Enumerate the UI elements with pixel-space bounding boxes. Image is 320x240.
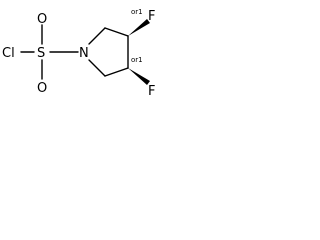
bond-ch2-cf-top	[104, 27, 129, 37]
bond-ch2-cf-bottom	[104, 67, 129, 77]
atom-oxygen-top: O	[37, 12, 47, 27]
bond-n-ch2-top	[88, 27, 106, 45]
atom-oxygen-bottom: O	[37, 81, 47, 96]
wedge-bond-fluorine-top	[128, 19, 150, 36]
structure-diagram: Cl S O O N F F or1 or1	[2, 8, 155, 99]
bond-n-ch2-bottom	[88, 59, 106, 77]
stereo-label-top: or1	[131, 8, 143, 16]
atom-nitrogen: N	[79, 46, 89, 61]
wedge-bond-fluorine-bottom	[128, 68, 150, 85]
stereo-label-bottom: or1	[131, 56, 143, 64]
atom-fluorine-bottom: F	[148, 84, 155, 99]
atom-fluorine-top: F	[148, 9, 155, 24]
atom-chlorine: Cl	[2, 46, 15, 61]
atom-sulfur: S	[37, 46, 45, 61]
